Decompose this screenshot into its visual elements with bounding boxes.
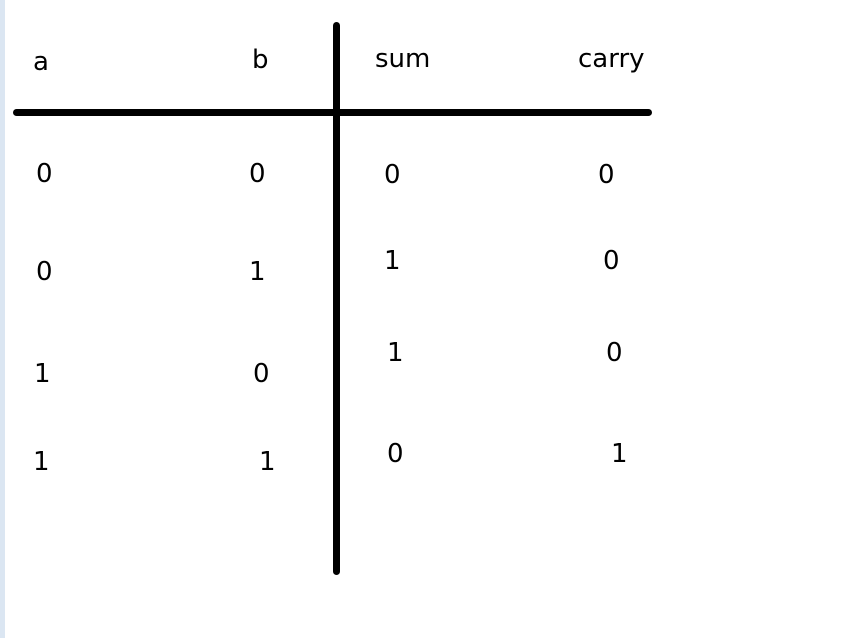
header-divider bbox=[13, 109, 652, 116]
row-1-a: 0 bbox=[36, 159, 53, 189]
row-3-sum: 1 bbox=[387, 338, 404, 368]
header-sum: sum bbox=[375, 44, 431, 74]
row-4-b: 1 bbox=[259, 447, 276, 477]
row-1-carry: 0 bbox=[598, 160, 615, 190]
row-1-b: 0 bbox=[249, 159, 266, 189]
input-output-divider bbox=[333, 22, 340, 575]
row-3-b: 0 bbox=[253, 359, 270, 389]
row-2-a: 0 bbox=[36, 257, 53, 287]
row-3-a: 1 bbox=[34, 359, 51, 389]
header-b: b bbox=[252, 45, 269, 75]
row-2-sum: 1 bbox=[384, 246, 401, 276]
row-2-b: 1 bbox=[249, 257, 266, 287]
window-left-border bbox=[0, 0, 5, 638]
row-4-sum: 0 bbox=[387, 439, 404, 469]
row-4-carry: 1 bbox=[611, 439, 628, 469]
header-a: a bbox=[33, 47, 49, 77]
row-1-sum: 0 bbox=[384, 160, 401, 190]
header-carry: carry bbox=[578, 44, 645, 74]
row-4-a: 1 bbox=[33, 447, 50, 477]
row-2-carry: 0 bbox=[603, 246, 620, 276]
row-3-carry: 0 bbox=[606, 338, 623, 368]
